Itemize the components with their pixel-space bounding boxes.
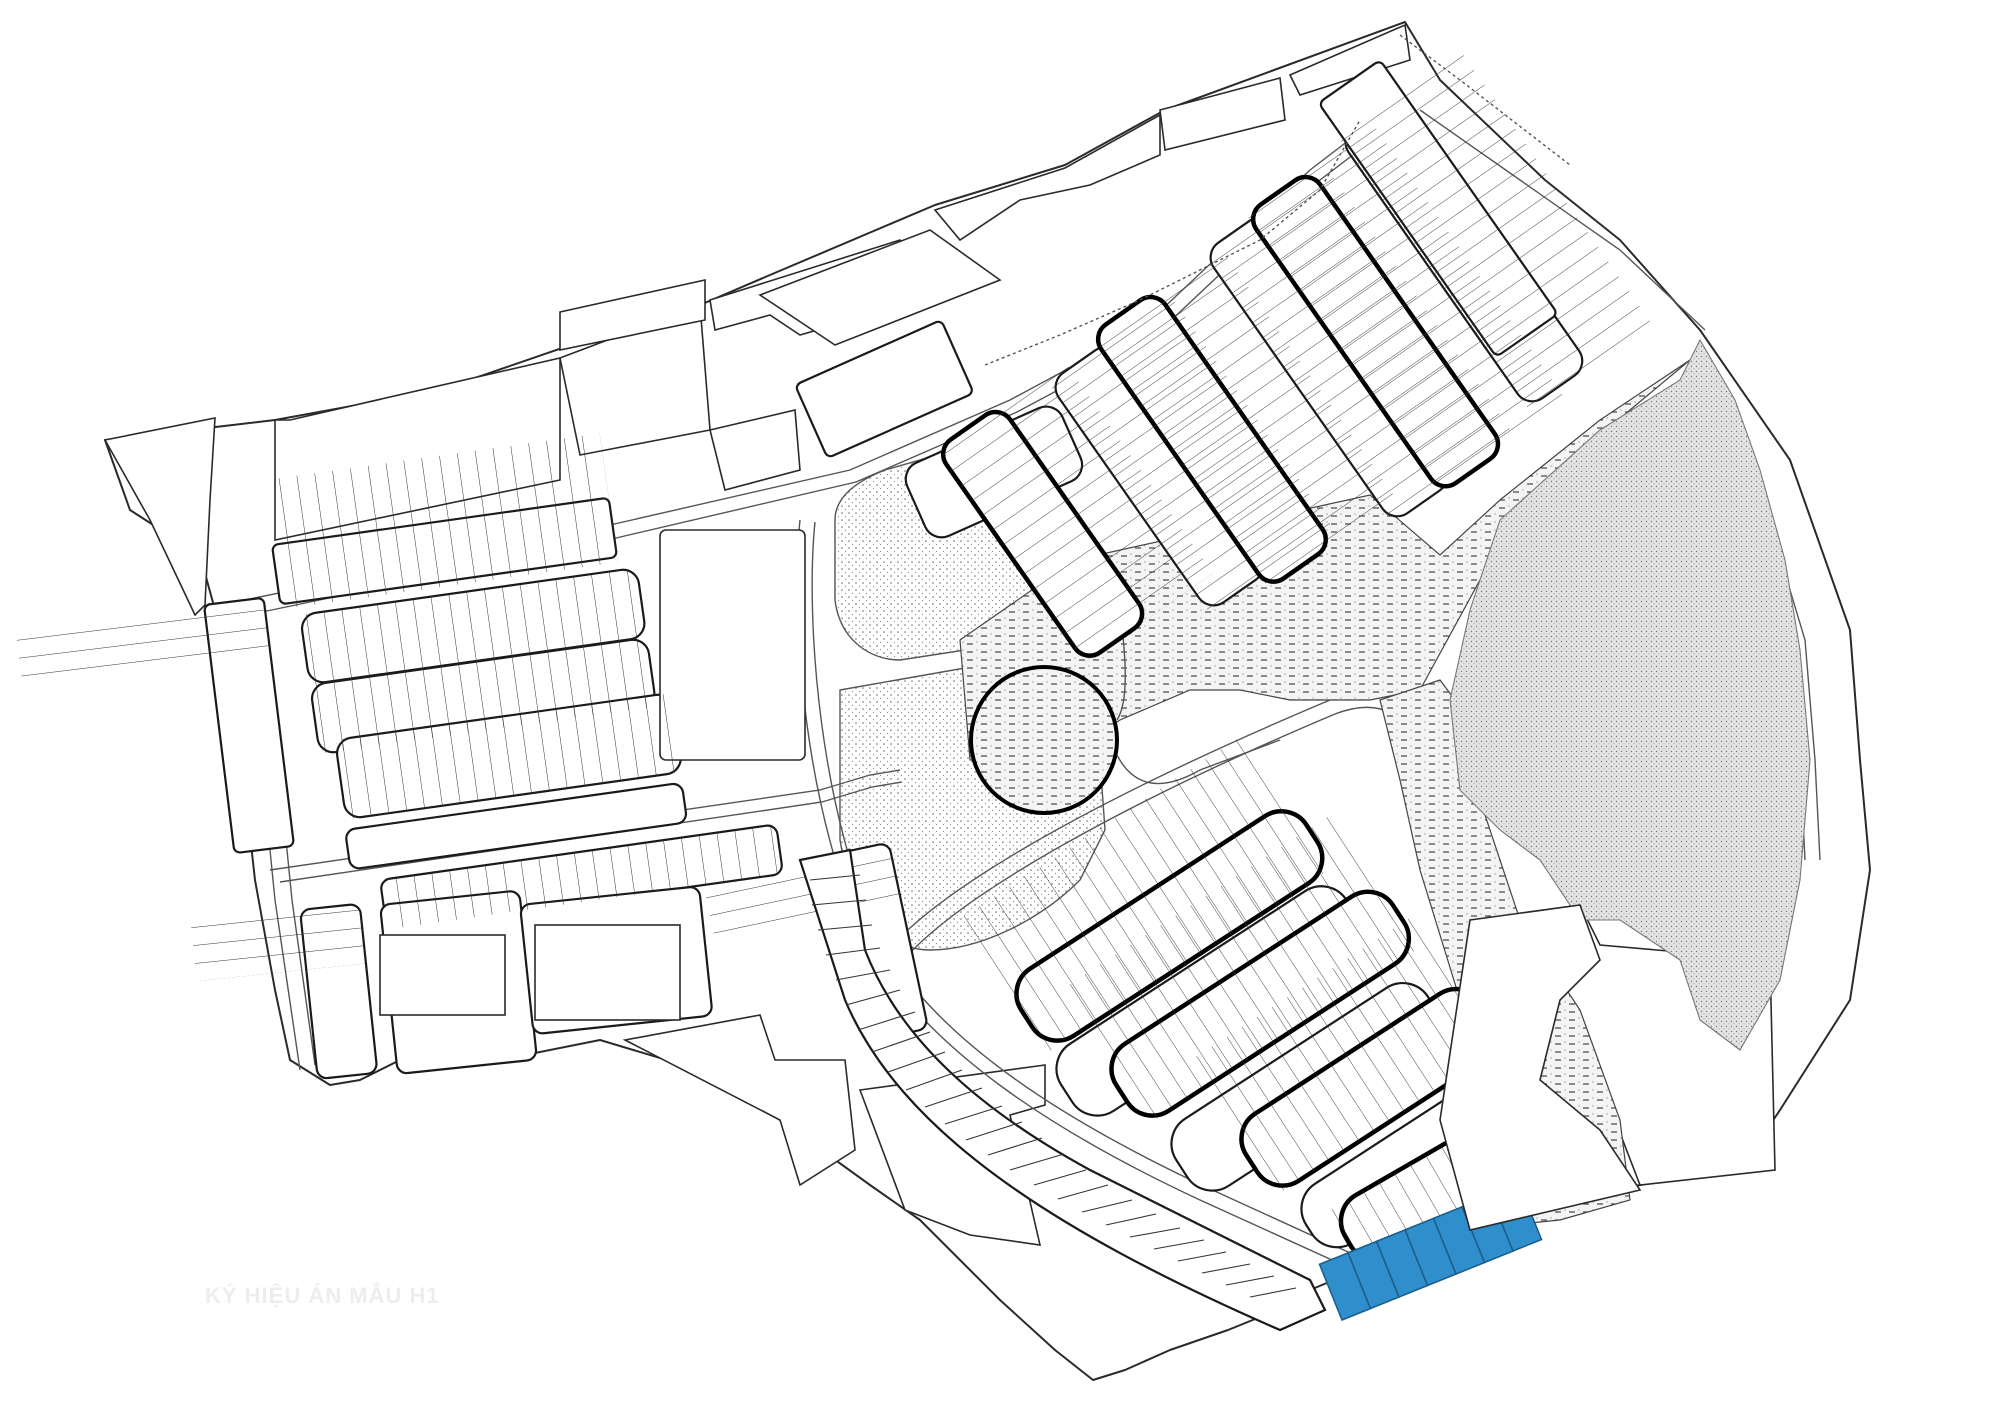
highlighted-lots bbox=[1318, 1182, 1543, 1322]
west-lot-lines bbox=[15, 433, 902, 982]
plan-caption: KÝ HIỆU ÁN MẪU H1 bbox=[205, 1283, 440, 1308]
north-lot-lines bbox=[936, 51, 1651, 663]
south-lot-lines bbox=[961, 732, 1565, 1271]
boundary-wall bbox=[984, 34, 1571, 366]
perimeter-lot-strip bbox=[798, 848, 1327, 1332]
se-parcel bbox=[1439, 904, 1642, 1231]
